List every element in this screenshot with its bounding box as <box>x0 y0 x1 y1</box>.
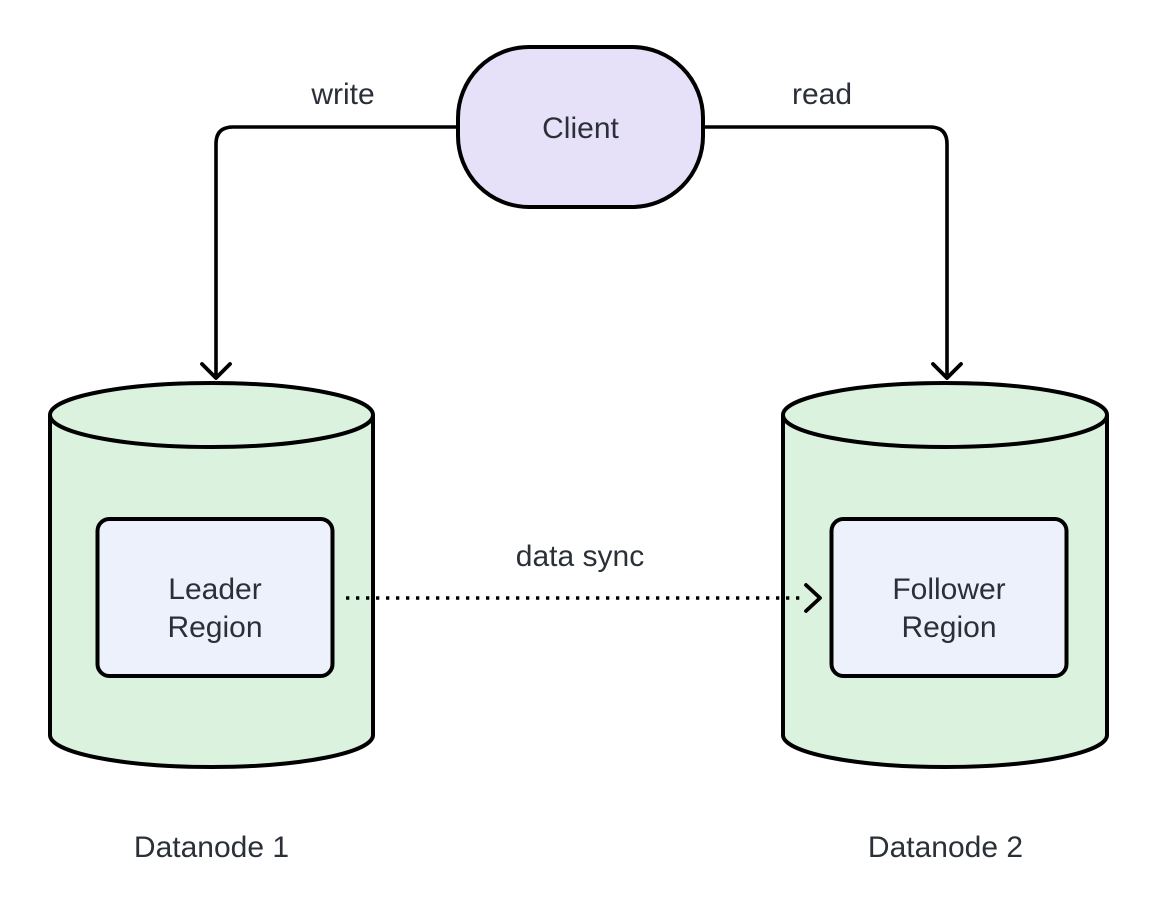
client-label: Client <box>542 112 619 145</box>
follower-region-label-line1: Follower <box>892 573 1005 606</box>
follower-region-label-line2: Region <box>901 611 996 644</box>
read-edge-label: read <box>792 78 852 111</box>
read-edge-line <box>703 125 949 375</box>
edge-read: read <box>703 78 963 380</box>
data-sync-edge-label: data sync <box>516 540 644 573</box>
datanode2-node: Follower Region <box>781 381 1109 769</box>
read-edge-arrowhead <box>931 362 963 380</box>
client-stadium <box>456 45 705 209</box>
edge-data-sync: data sync <box>346 540 822 613</box>
write-edge-label: write <box>310 78 374 111</box>
write-edge-line <box>214 125 458 375</box>
datanode2-caption: Datanode 2 <box>868 831 1023 864</box>
edge-write: write <box>200 78 458 380</box>
datanode1-caption: Datanode 1 <box>134 831 289 864</box>
datanode2-cylinder-top-arc <box>781 414 1109 449</box>
datanode1-node: Leader Region <box>48 381 375 769</box>
leader-region-label-line1: Leader <box>168 573 261 606</box>
client-node: Client <box>456 45 705 209</box>
data-sync-edge-arrowhead <box>804 583 822 613</box>
write-edge-arrowhead <box>200 362 232 380</box>
datanode1-cylinder-top-arc <box>48 414 375 449</box>
leader-region-label-line2: Region <box>167 611 262 644</box>
follower-region-box <box>829 517 1069 678</box>
leader-region-box <box>95 517 335 678</box>
